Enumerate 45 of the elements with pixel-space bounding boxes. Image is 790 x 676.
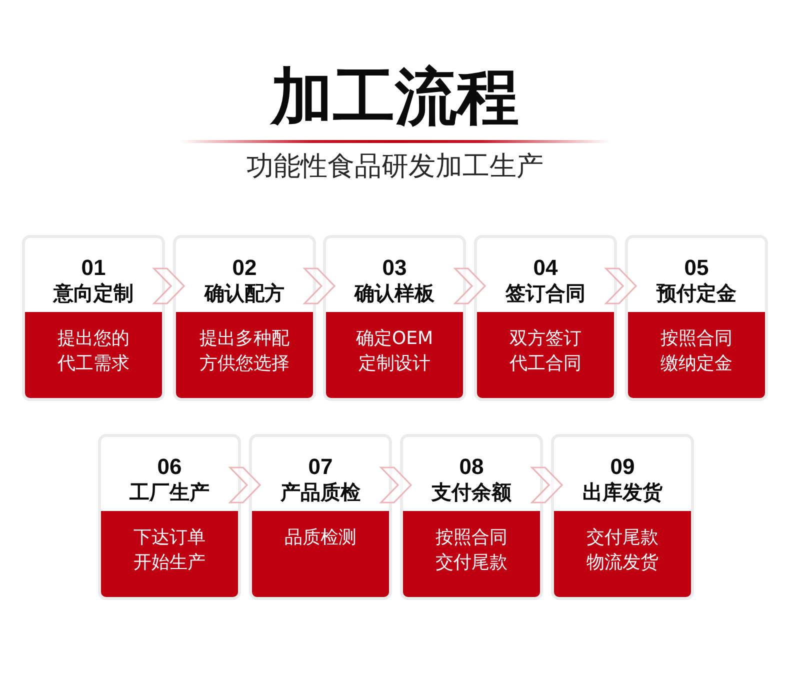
step-title: 工厂生产 (130, 480, 210, 504)
step-card (249, 434, 392, 600)
step-number: 01 (81, 256, 106, 280)
chevron-arrow (228, 466, 262, 504)
chevron-arrow (530, 466, 564, 504)
description-panel: 按照合同缴纳定金 (628, 312, 765, 398)
step-card (323, 235, 466, 401)
step-card (474, 235, 617, 401)
description-panel: 确定OEM定制设计 (326, 312, 463, 398)
step-title: 确认样板 (354, 281, 434, 305)
step-number: 08 (459, 455, 484, 479)
step-number: 05 (684, 256, 709, 280)
chevron-arrow (302, 268, 336, 304)
step-title: 确认配方 (204, 281, 284, 305)
step-number: 04 (533, 256, 558, 280)
chevron-arrow (152, 268, 186, 304)
step-title: 预付定金 (656, 281, 736, 305)
description-panel: 下达订单开始生产 (101, 511, 238, 597)
subtitle: 功能性食品研发加工生产 (246, 151, 544, 183)
description-panel: 品质检测 (252, 511, 389, 597)
step-card (551, 434, 694, 600)
description-panel: 双方签订代工合同 (477, 312, 614, 398)
step-card (98, 434, 241, 600)
step-title: 出库发货 (582, 480, 662, 504)
step-number: 07 (308, 455, 333, 479)
description-panel: 提出您的代工需求 (25, 312, 162, 398)
description-panel: 提出多种配方供您选择 (176, 312, 313, 398)
step-title: 意向定制 (54, 281, 134, 305)
title: 加工流程 (271, 62, 519, 132)
step-card (22, 235, 165, 401)
step-number: 02 (232, 256, 257, 280)
description-panel: 按照合同交付尾款 (403, 511, 540, 597)
step-number: 06 (157, 455, 182, 479)
step-title: 产品质检 (280, 480, 360, 504)
description-panel: 交付尾款物流发货 (554, 511, 691, 597)
step-number: 03 (382, 256, 407, 280)
step-number: 09 (610, 455, 635, 479)
step-title: 签订合同 (506, 281, 586, 305)
chevron-arrow (453, 268, 486, 304)
step-card (173, 235, 316, 401)
step-card (400, 434, 543, 600)
chevron-arrow (604, 268, 638, 304)
chevron-arrow (379, 466, 412, 504)
step-title: 支付余额 (432, 480, 512, 504)
step-card (625, 235, 768, 401)
